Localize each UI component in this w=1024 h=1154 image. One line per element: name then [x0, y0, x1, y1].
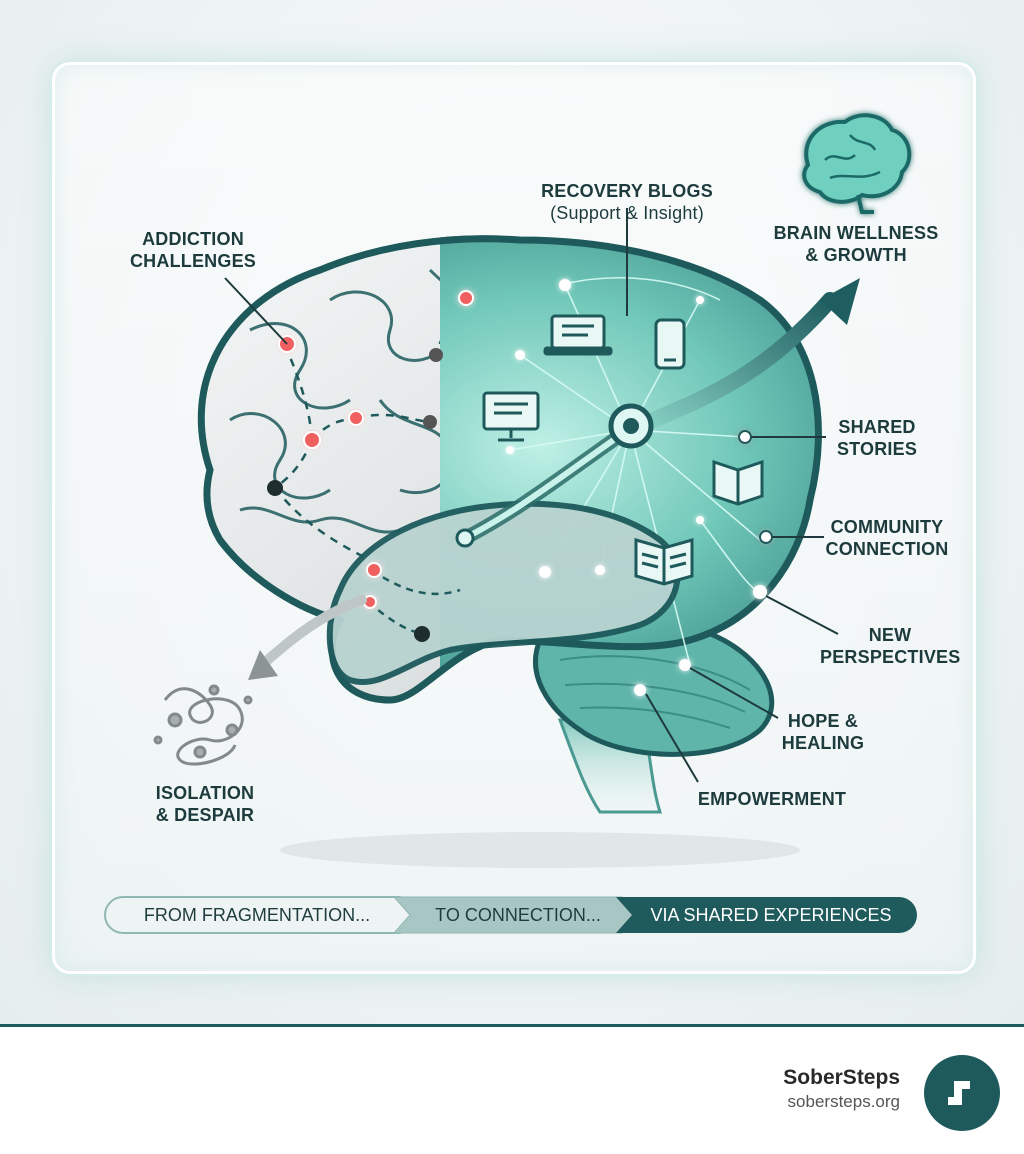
open-book-icon	[634, 538, 694, 586]
floor-shadow	[280, 832, 800, 868]
addiction-nodes	[267, 290, 474, 642]
pathway-start-node	[455, 528, 475, 548]
decline-arrow-shaft	[257, 595, 367, 670]
progression-banner: FROM FRAGMENTATION... TO CONNECTION... V…	[104, 896, 918, 934]
banner-step-connection: TO CONNECTION...	[435, 905, 601, 925]
infographic-canvas: ADDICTION CHALLENGES RECOVERY BLOGS (Sup…	[0, 0, 1024, 1024]
label-hope-healing: HOPE & HEALING	[781, 711, 865, 753]
isolation-scribble-icon	[153, 684, 253, 766]
banner-step-shared-experiences: VIA SHARED EXPERIENCES	[650, 905, 892, 925]
label-addiction-challenges: ADDICTION CHALLENGES	[129, 229, 256, 271]
label-community-connection: COMMUNITY CONNECTION	[825, 517, 949, 559]
arrow-up-icon	[820, 278, 860, 325]
recovery-subtitle: (Support & Insight)	[550, 203, 704, 223]
phone-icon	[654, 318, 686, 370]
monitor-icon	[482, 391, 540, 442]
brain-icon	[802, 113, 912, 214]
arrow-down-icon	[248, 650, 278, 680]
label-new-perspectives: NEW PERSPECTIVES	[820, 625, 961, 667]
recovery-title: RECOVERY BLOGS	[541, 181, 713, 201]
label-brain-wellness: BRAIN WELLNESS & GROWTH	[773, 223, 939, 265]
laptop-icon	[543, 314, 613, 356]
brand-logo-icon[interactable]	[924, 1055, 1000, 1131]
label-recovery-blogs: RECOVERY BLOGS (Support & Insight)	[520, 158, 734, 246]
brand-name: SoberSteps	[783, 1066, 900, 1089]
label-shared-stories: SHARED STORIES	[836, 417, 918, 459]
brand-url: sobersteps.org	[787, 1092, 900, 1111]
leader-lines	[224, 208, 839, 783]
label-empowerment: EMPOWERMENT	[697, 789, 847, 809]
label-isolation-despair: ISOLATION & DESPAIR	[155, 783, 255, 825]
footer-divider	[0, 1024, 1024, 1027]
brain-diagram	[153, 113, 912, 868]
recovery-nodes	[506, 279, 773, 696]
book-icon	[712, 459, 764, 506]
banner-step-fragmentation: FROM FRAGMENTATION...	[143, 905, 371, 925]
